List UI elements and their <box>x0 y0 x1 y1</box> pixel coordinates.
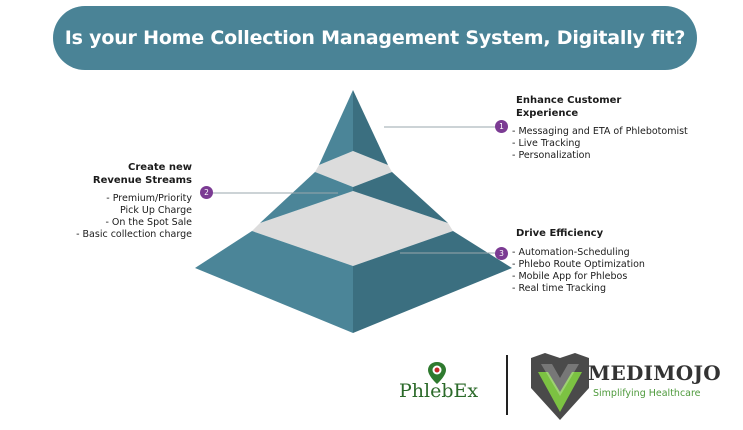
medimojo-logo-icon <box>531 353 589 420</box>
tier-1-item: - Personalization <box>512 150 591 161</box>
tier-1-heading: Enhance Customer Experience <box>516 95 622 119</box>
tier-2-item: - Premium/Priority <box>106 193 192 204</box>
tier-1-text-block: Enhance Customer Experience - Messaging … <box>512 95 688 162</box>
banner-title: Is your Home Collection Management Syste… <box>64 27 686 49</box>
tier-3-item: - Mobile App for Phlebos <box>512 270 628 282</box>
tier-gap-2 <box>252 191 453 266</box>
tier-2-item: Pick Up Charge <box>120 205 192 216</box>
tier-2-item: - On the Spot Sale <box>105 217 192 228</box>
tier-3-badge: 3 <box>495 247 508 260</box>
tier-1-left-face <box>319 90 353 165</box>
tier-3-item: - Phlebo Route Optimization <box>512 258 645 270</box>
tier-1-badge: 1 <box>495 120 508 133</box>
tier-1-list: - Messaging and ETA of Phlebotomist - Li… <box>512 126 688 162</box>
tier-1-right-face <box>353 90 388 165</box>
tier-2-heading: Create new Revenue Streams <box>92 162 192 186</box>
tier-2-list: - Premium/Priority Pick Up Charge - On t… <box>54 193 192 241</box>
tier-3-right-face <box>353 231 512 333</box>
tier-2-item: - Basic collection charge <box>76 229 192 240</box>
medimojo-tagline: Simplifying Healthcare <box>593 388 701 399</box>
tier-2-left-face <box>260 172 353 223</box>
tier-3-item: - Real time Tracking <box>512 282 606 294</box>
phlebex-logo: PhlebEx <box>399 380 479 402</box>
tier-2-badge: 2 <box>200 186 213 199</box>
tier-3-list: - Automation-Scheduling - Phlebo Route O… <box>512 247 645 295</box>
tier-1-item: - Live Tracking <box>512 138 581 149</box>
tier-gap-1 <box>315 151 392 187</box>
logo-divider <box>506 355 508 415</box>
medimojo-logo-name: MEDIMOJO <box>588 361 721 385</box>
tier-2-text-block: Create new Revenue Streams - Premium/Pri… <box>54 162 192 241</box>
tier-3-item: - Automation-Scheduling <box>512 246 630 258</box>
phlebex-pin-icon <box>428 362 446 384</box>
tier-2-right-face <box>353 172 448 223</box>
title-banner: Is your Home Collection Management Syste… <box>53 6 697 70</box>
tier-3-heading: Drive Efficiency <box>516 228 604 239</box>
tier-1-item: - Messaging and ETA of Phlebotomist <box>512 126 688 137</box>
tier-3-text-block: Drive Efficiency - Automation-Scheduling… <box>512 228 645 295</box>
tier-3-left-face <box>195 231 353 333</box>
